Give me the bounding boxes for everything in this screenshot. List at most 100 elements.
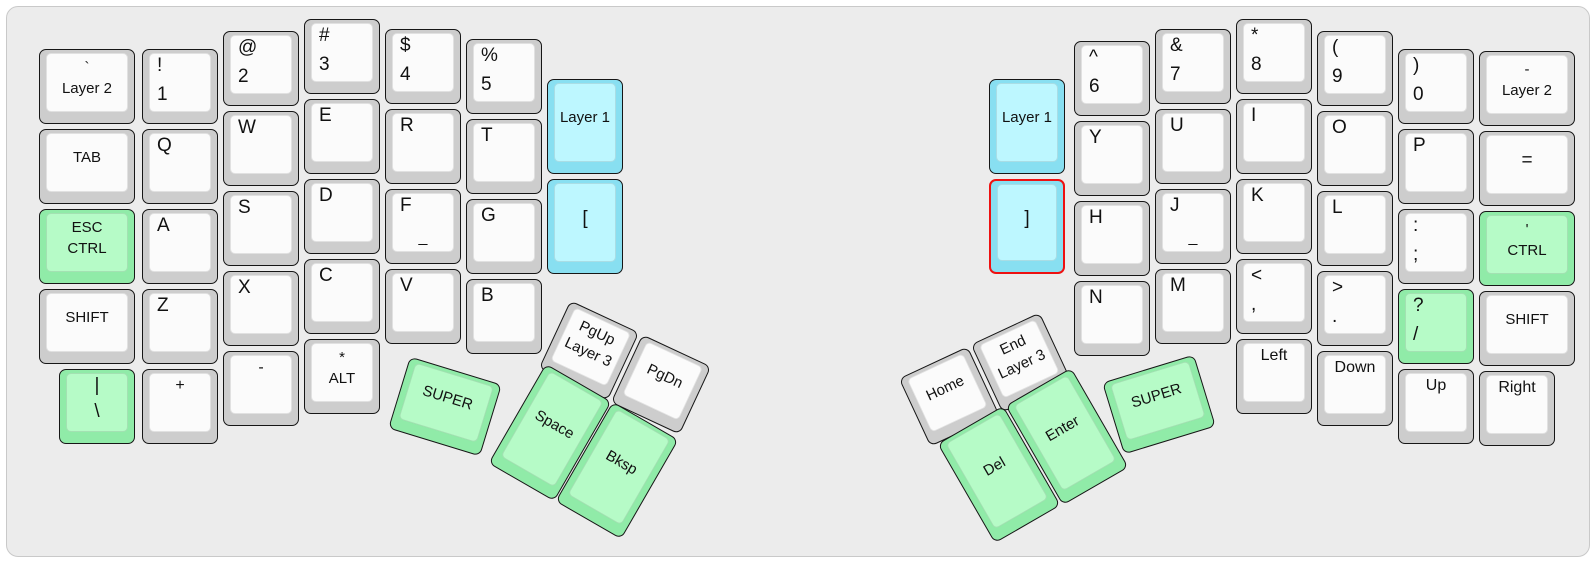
key-label: Layer 1 [559,109,611,127]
key-colon-semicolon[interactable]: :; [1398,209,1474,284]
key-super-left[interactable]: SUPER [388,356,502,457]
key-question-slash[interactable]: ?/ [1398,289,1474,364]
key-c[interactable]: C [304,259,380,334]
key-label: $ [400,35,411,56]
key-percent-5[interactable]: %5 [466,39,542,114]
key-plus[interactable]: + [142,369,218,444]
key-m[interactable]: M [1155,269,1231,344]
key-k[interactable]: K [1236,179,1312,254]
key-i[interactable]: I [1236,99,1312,174]
keycap-top: TAB [46,133,128,192]
key-caret-6[interactable]: ^6 [1074,41,1150,116]
key-g[interactable]: G [466,199,542,274]
key-label: CTRL [67,239,107,257]
key-b[interactable]: B [466,279,542,354]
key-exclaim-1[interactable]: !1 [142,49,218,124]
key-label: X [238,277,251,298]
keycap-top: W [230,115,292,174]
key-right-bracket[interactable]: ] [989,179,1065,274]
key-label: 5 [481,74,492,96]
key-asterisk-alt[interactable]: *ALT [304,339,380,414]
key-r[interactable]: R [385,109,461,184]
key-arrow-left[interactable]: Left [1236,339,1312,414]
keycap-top: R [392,113,454,172]
key-d[interactable]: D [304,179,380,254]
key-label: Del [980,454,1009,481]
key-label: P [1413,135,1426,156]
key-label: K [1251,185,1264,206]
key-o[interactable]: O [1317,111,1393,186]
key-label: < [1251,265,1263,286]
keycap-top: SUPER [398,362,495,443]
key-u[interactable]: U [1155,109,1231,184]
key-dollar-4[interactable]: $4 [385,29,461,104]
keycap-top: -Layer 2 [1486,55,1568,114]
keycap-top: |\ [66,373,128,432]
key-dash-layer2[interactable]: -Layer 2 [1479,51,1575,126]
key-y[interactable]: Y [1074,121,1150,196]
key-e[interactable]: E [304,99,380,174]
key-label: & [1170,35,1183,56]
key-label: 1 [157,84,168,106]
key-label: 3 [319,54,330,76]
key-x[interactable]: X [223,271,299,346]
key-label: / [1413,324,1419,346]
key-label: | [94,374,100,396]
key-v[interactable]: V [385,269,461,344]
key-layer1-right[interactable]: Layer 1 [989,79,1065,174]
key-rparen-0[interactable]: )0 [1398,49,1474,124]
key-z[interactable]: Z [142,289,218,364]
key-shift-left[interactable]: SHIFT [39,289,135,364]
key-w[interactable]: W [223,111,299,186]
key-arrow-right[interactable]: Right [1479,371,1555,446]
key-hash-3[interactable]: #3 [304,19,380,94]
key-label: [ [582,207,588,229]
key-n[interactable]: N [1074,281,1150,356]
key-layer1-left[interactable]: Layer 1 [547,79,623,174]
key-arrow-down[interactable]: Down [1317,351,1393,426]
key-s[interactable]: S [223,191,299,266]
keycap-top: *ALT [311,343,373,402]
key-arrow-up[interactable]: Up [1398,369,1474,444]
keycap-top: P [1405,133,1467,192]
key-label: O [1332,117,1347,138]
key-j[interactable]: J_ [1155,189,1231,264]
key-label: T [481,125,493,146]
keycap-top: B [473,283,535,342]
key-l[interactable]: L [1317,191,1393,266]
key-label: \ [94,400,100,422]
key-gt-period[interactable]: >. [1317,271,1393,346]
key-f[interactable]: F_ [385,189,461,264]
keycap-top: )0 [1405,53,1467,112]
key-minus[interactable]: - [223,351,299,426]
keycap-top: K [1243,183,1305,242]
key-label: % [481,45,498,66]
keycap-top: N [1081,285,1143,344]
key-grave-layer2[interactable]: `Layer 2 [39,49,135,124]
key-equals[interactable]: = [1479,131,1575,206]
keycap-top: &7 [1162,33,1224,92]
key-lparen-9[interactable]: (9 [1317,31,1393,106]
key-at-2[interactable]: @2 [223,31,299,106]
key-lt-comma[interactable]: <, [1236,259,1312,334]
key-star-8[interactable]: *8 [1236,19,1312,94]
key-tab[interactable]: TAB [39,129,135,204]
key-t[interactable]: T [466,119,542,194]
key-quote-ctrl[interactable]: 'CTRL [1479,211,1575,286]
key-left-bracket[interactable]: [ [547,179,623,274]
key-super-right[interactable]: SUPER [1102,354,1216,455]
key-label: E [319,105,332,126]
key-p[interactable]: P [1398,129,1474,204]
key-amp-7[interactable]: &7 [1155,29,1231,104]
keycap-top: T [473,123,535,182]
key-a[interactable]: A [142,209,218,284]
key-q[interactable]: Q [142,129,218,204]
key-pipe-backslash[interactable]: |\ [59,369,135,444]
key-h[interactable]: H [1074,201,1150,276]
keycap-top: D [311,183,373,242]
key-label: Layer 1 [1001,109,1053,127]
keycap-top: $4 [392,33,454,92]
key-shift-right[interactable]: SHIFT [1479,291,1575,366]
